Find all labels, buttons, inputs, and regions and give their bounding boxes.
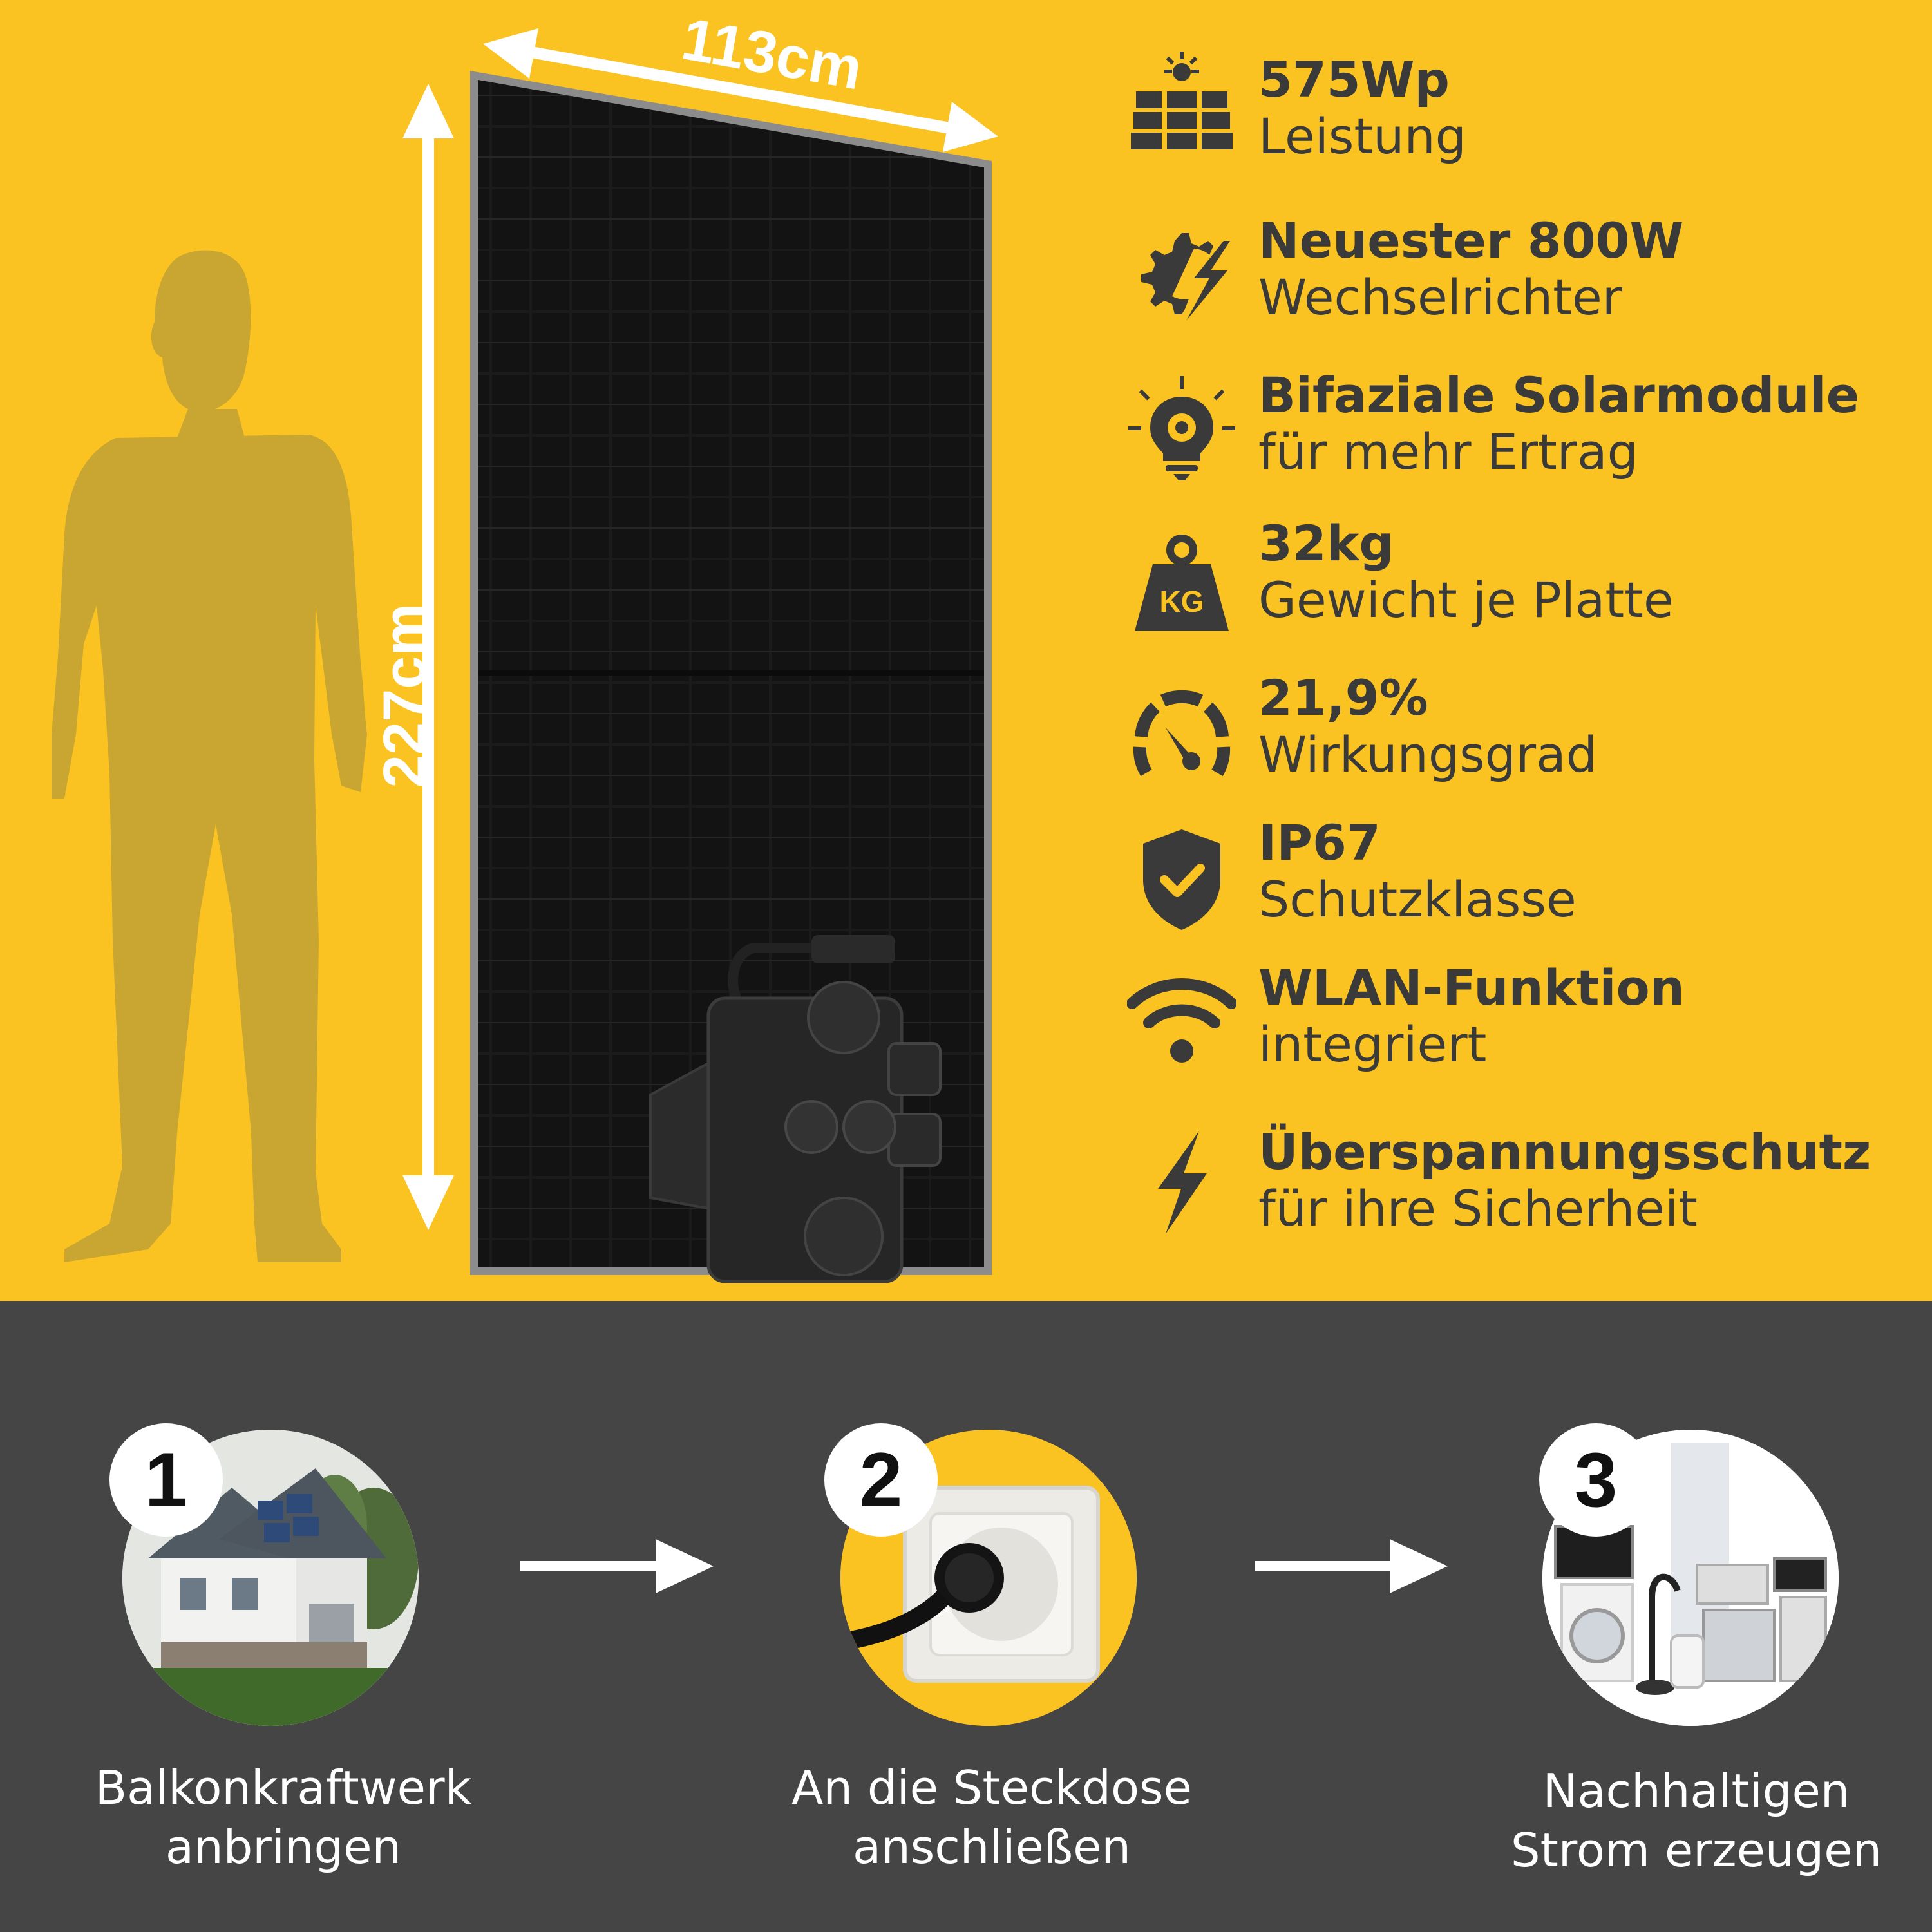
feature-efficiency: 21,9% Wirkungsgrad <box>1258 670 1597 783</box>
feature-power: 575Wp Leistung <box>1258 52 1466 165</box>
step-1-label: Balkonkraftwerk anbringen <box>39 1758 528 1877</box>
feature-inverter: Neuester 800W Wechselrichter <box>1258 213 1683 326</box>
arrow-right-icon <box>1255 1539 1448 1593</box>
feature-subtitle: integriert <box>1258 1016 1487 1073</box>
step-label-line: Balkonkraftwerk <box>95 1761 472 1815</box>
feature-title: 32kg <box>1258 515 1394 572</box>
step-3-label: Nachhaltigen Strom erzeugen <box>1452 1761 1932 1880</box>
feature-surge: Überspannungsschutz für ihre Sicherheit <box>1258 1124 1871 1237</box>
feature-subtitle: Schutzklasse <box>1258 871 1577 928</box>
svg-text:KG: KG <box>1160 585 1204 618</box>
solar-panel <box>470 71 992 1283</box>
product-hero: 227cm 113cm <box>0 0 1932 1301</box>
step-3-number: 3 <box>1539 1423 1653 1537</box>
feature-bifacial: Bifaziale Solarmodule für mehr Ertrag <box>1258 367 1859 480</box>
feature-weight: 32kg Gewicht je Platte <box>1258 515 1674 629</box>
step-label-line: anbringen <box>165 1820 402 1874</box>
solar-panel-icon <box>1131 52 1233 149</box>
feature-title: Überspannungsschutz <box>1258 1123 1871 1180</box>
shield-check-icon <box>1143 829 1220 930</box>
arrow-right-icon <box>520 1539 714 1593</box>
step-1-number: 1 <box>109 1423 223 1537</box>
weight-icon: KG <box>1135 535 1229 631</box>
feature-title: 21,9% <box>1258 669 1428 726</box>
step-3-image <box>1542 1430 1839 1726</box>
step-2-number: 2 <box>824 1423 938 1537</box>
height-label: 227cm <box>372 603 437 788</box>
feature-title: Neuester 800W <box>1258 212 1684 269</box>
feature-subtitle: für mehr Ertrag <box>1258 423 1638 480</box>
step-label-line: An die Steckdose <box>791 1761 1192 1815</box>
person-silhouette <box>52 250 367 1262</box>
micro-inverter <box>649 935 942 1283</box>
feature-wlan: WLAN-Funktion integriert <box>1258 960 1685 1073</box>
feature-subtitle: für ihre Sicherheit <box>1258 1180 1698 1237</box>
gauge-icon <box>1133 690 1231 777</box>
feature-title: 575Wp <box>1258 51 1450 108</box>
step-label-line: anschließen <box>852 1820 1132 1874</box>
appliances-illustration <box>1542 1430 1839 1726</box>
wifi-icon <box>1127 978 1236 1063</box>
steps-section: 1 2 <box>0 1301 1932 1932</box>
feature-title: Bifaziale Solarmodule <box>1258 366 1860 424</box>
step-2-label: An die Steckdose anschließen <box>747 1758 1236 1877</box>
bulb-gear-icon <box>1128 376 1235 480</box>
width-arrow <box>483 28 998 152</box>
feature-subtitle: Wechselrichter <box>1258 269 1622 326</box>
feature-protection: IP67 Schutzklasse <box>1258 815 1577 928</box>
feature-title: IP67 <box>1258 814 1381 871</box>
gear-lightning-icon <box>1141 233 1230 321</box>
step-label-line: Nachhaltigen <box>1542 1764 1850 1818</box>
step-label-line: Strom erzeugen <box>1510 1823 1882 1877</box>
feature-subtitle: Wirkungsgrad <box>1258 726 1597 783</box>
height-arrow <box>402 84 454 1230</box>
feature-title: WLAN-Funktion <box>1258 959 1685 1016</box>
feature-subtitle: Gewicht je Platte <box>1258 571 1674 629</box>
feature-subtitle: Leistung <box>1258 108 1466 165</box>
lightning-icon <box>1158 1131 1207 1234</box>
